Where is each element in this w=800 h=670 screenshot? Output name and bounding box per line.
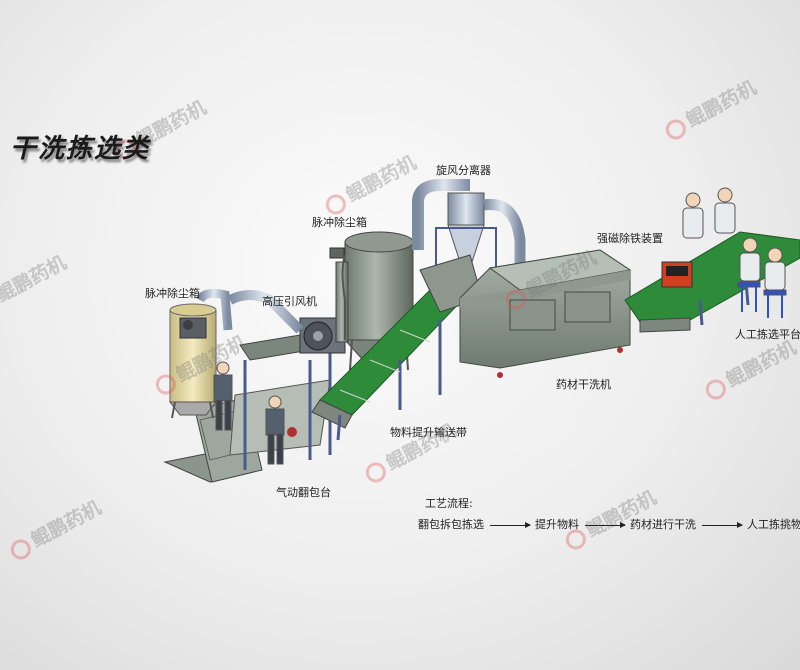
label-cyclone: 旋风分离器 <box>436 164 491 177</box>
dry-washing-machine <box>459 249 632 378</box>
label-pulse-dust-box-right: 脉冲除尘箱 <box>312 216 367 229</box>
label-manual-picking-platform: 人工拣选平台 <box>735 328 800 341</box>
label-dry-washer: 药材干洗机 <box>556 378 611 391</box>
workers <box>213 187 787 465</box>
process-step: 翻包拆包拣选 <box>418 518 484 531</box>
process-step: 药材进行干洗 <box>630 518 696 531</box>
label-magnetic-iron-remover: 强磁除铁装置 <box>597 232 663 245</box>
process-step: 人工拣挑物 <box>747 518 800 531</box>
arrow-right-icon <box>701 521 743 528</box>
cyclone-separator <box>412 179 526 289</box>
label-conveyor: 物料提升输送带 <box>390 426 467 439</box>
process-title: 工艺流程: <box>425 497 473 510</box>
page-title: 干洗拣选类 <box>10 134 151 164</box>
label-pneumatic-bag-table: 气动翻包台 <box>276 486 331 499</box>
arrow-right-icon <box>489 521 531 528</box>
left-pulse-dust-box <box>168 288 233 419</box>
label-high-pressure-fan: 高压引风机 <box>262 295 317 308</box>
process-flow: 翻包拆包拣选 提升物料 药材进行干洗 人工拣挑物 <box>418 516 800 532</box>
pneumatic-bag-table <box>163 329 341 483</box>
arrow-right-icon <box>584 521 626 528</box>
process-step: 提升物料 <box>535 518 579 531</box>
label-pulse-dust-box-left: 脉冲除尘箱 <box>145 287 200 300</box>
